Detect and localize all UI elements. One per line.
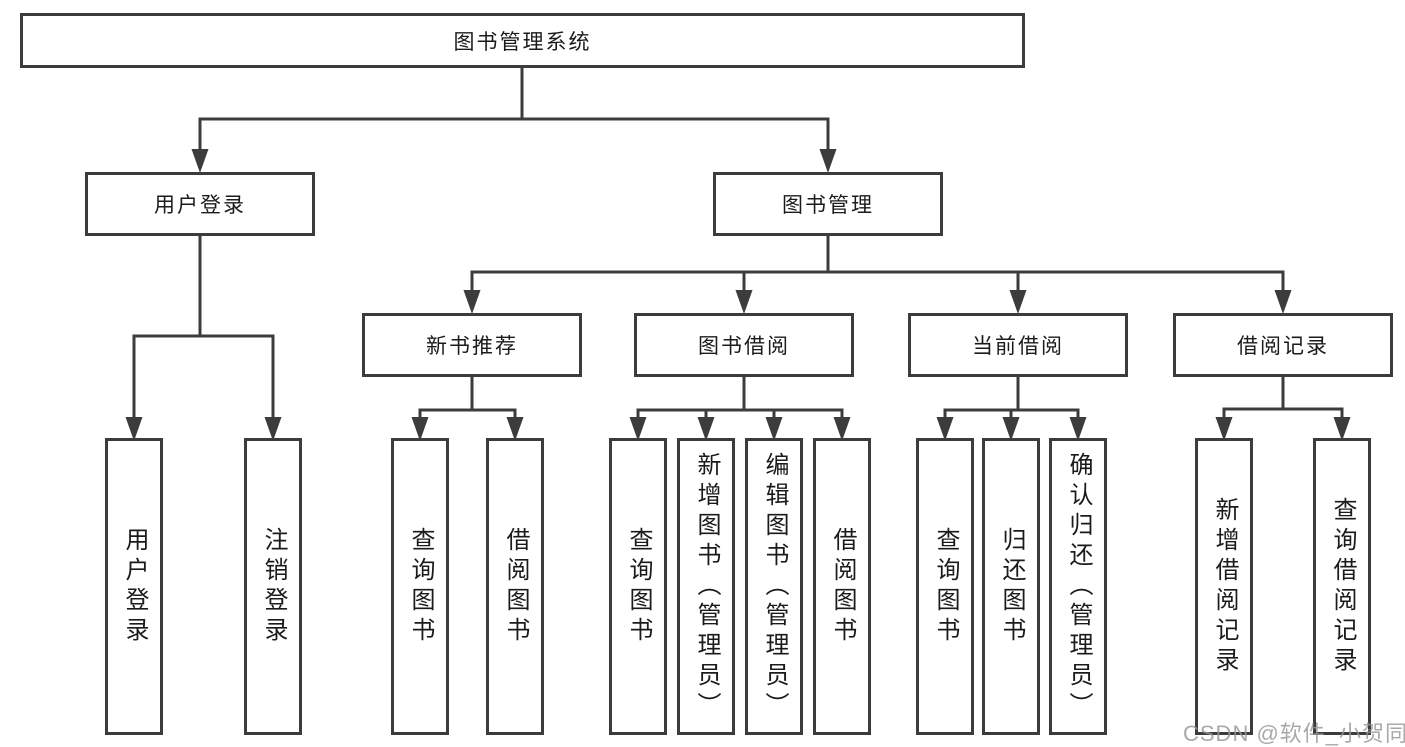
node-current-borrowing: 当前借阅 bbox=[908, 313, 1128, 377]
node-label: 新增借阅记录 bbox=[1211, 496, 1238, 677]
leaf-borrow-books-1: 借阅图书 bbox=[486, 438, 544, 735]
arrowhead bbox=[191, 149, 209, 173]
node-label: 用户登录 bbox=[154, 194, 246, 217]
node-label: 图书管理 bbox=[782, 194, 874, 217]
node-label: 新增图书（管理员） bbox=[693, 451, 720, 722]
leaf-edit-books-admin: 编辑图书（管理员） bbox=[745, 438, 803, 735]
leaf-confirm-return-admin: 确认归还（管理员） bbox=[1049, 438, 1107, 735]
node-label: 用户登录 bbox=[121, 526, 148, 647]
leaf-logout: 注销登录 bbox=[244, 438, 302, 735]
node-label: 当前借阅 bbox=[972, 335, 1064, 358]
node-label: 借阅图书 bbox=[829, 526, 856, 647]
edge-book-borrow-to-leaves bbox=[629, 375, 851, 441]
arrowhead bbox=[735, 290, 753, 314]
leaf-user-login: 用户登录 bbox=[105, 438, 163, 735]
node-book-borrowing: 图书借阅 bbox=[634, 313, 854, 377]
node-label: 借阅记录 bbox=[1237, 335, 1329, 358]
node-label: 确认归还（管理员） bbox=[1065, 451, 1092, 722]
leaf-borrow-books-2: 借阅图书 bbox=[813, 438, 871, 735]
node-label: 查询借阅记录 bbox=[1329, 496, 1356, 677]
node-label: 查询图书 bbox=[407, 526, 434, 647]
csdn-watermark: CSDN @软件_小贺同学 bbox=[1183, 721, 1405, 746]
arrowhead bbox=[1274, 290, 1292, 314]
node-label: 查询图书 bbox=[932, 526, 959, 647]
node-book-management: 图书管理 bbox=[713, 172, 943, 236]
node-new-book-recommend: 新书推荐 bbox=[362, 313, 582, 377]
edge-user-login-to-leaves bbox=[125, 234, 282, 441]
edge-borrow-rec-to-leaves bbox=[1215, 375, 1351, 441]
node-label: 编辑图书（管理员） bbox=[761, 451, 788, 722]
arrowhead bbox=[819, 149, 837, 173]
node-label: 图书借阅 bbox=[698, 335, 790, 358]
node-label: 图书管理系统 bbox=[453, 30, 592, 54]
leaf-query-books-1: 查询图书 bbox=[391, 438, 449, 735]
arrowhead bbox=[463, 290, 481, 314]
leaf-query-borrow-record: 查询借阅记录 bbox=[1313, 438, 1371, 735]
edge-book-mgmt-to-level3 bbox=[463, 234, 1292, 314]
node-borrowing-records: 借阅记录 bbox=[1173, 313, 1393, 377]
node-label: 借阅图书 bbox=[502, 526, 529, 647]
node-label: 注销登录 bbox=[260, 526, 287, 647]
edge-root-to-level2 bbox=[191, 66, 837, 173]
arrowhead bbox=[1009, 290, 1027, 314]
node-label: 新书推荐 bbox=[426, 335, 518, 358]
leaf-add-books-admin: 新增图书（管理员） bbox=[677, 438, 735, 735]
node-user-login: 用户登录 bbox=[85, 172, 315, 236]
node-library-management-system: 图书管理系统 bbox=[20, 13, 1025, 68]
leaf-query-books-3: 查询图书 bbox=[916, 438, 974, 735]
leaf-query-books-2: 查询图书 bbox=[609, 438, 667, 735]
leaf-add-borrow-record: 新增借阅记录 bbox=[1195, 438, 1253, 735]
leaf-return-books: 归还图书 bbox=[982, 438, 1040, 735]
edge-new-rec-to-leaves bbox=[411, 375, 524, 441]
edge-curr-borrow-to-leaves bbox=[936, 375, 1087, 441]
node-label: 查询图书 bbox=[625, 526, 652, 647]
node-label: 归还图书 bbox=[998, 526, 1025, 647]
